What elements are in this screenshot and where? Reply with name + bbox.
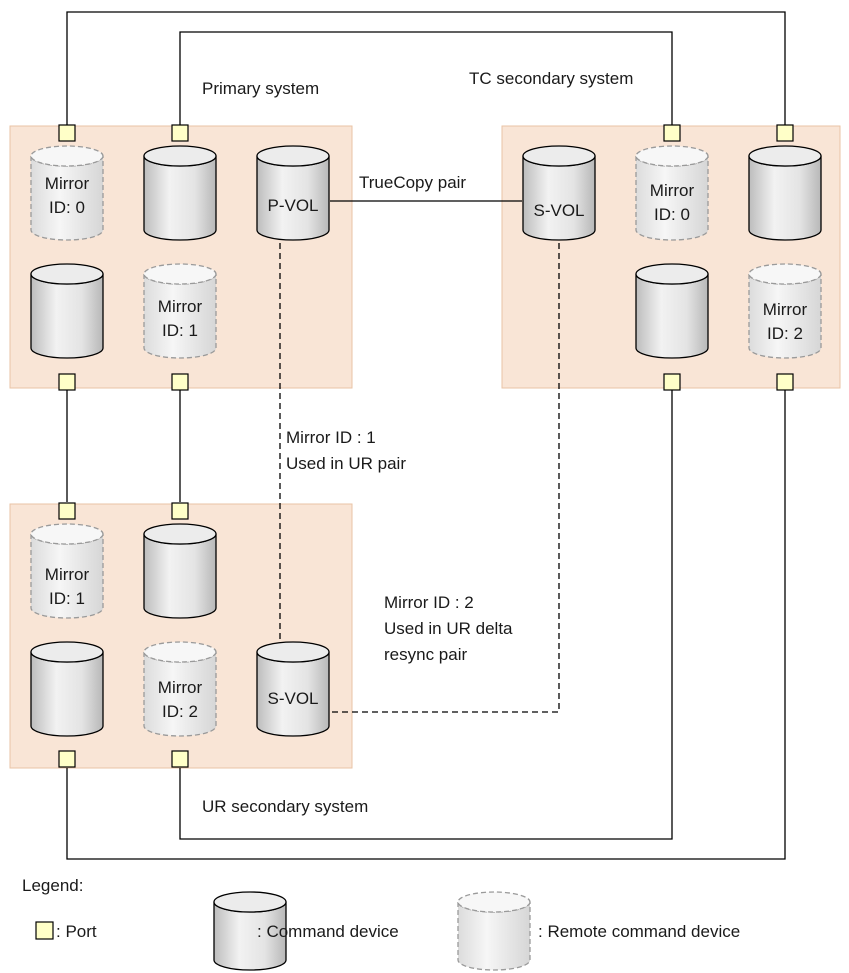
delta-annotation-line1: Mirror ID : 2 (384, 593, 474, 612)
primary-pvol-command-device: P-VOL (256, 145, 330, 241)
ur-svol-label: S-VOL (267, 689, 318, 708)
ur-svol-command-device: S-VOL (256, 641, 330, 737)
delta-annotation-line3: resync pair (384, 645, 467, 664)
cylinder-label-line1: Mirror (763, 300, 808, 319)
command-device-top (30, 263, 104, 285)
remote-command-device-top (635, 145, 709, 167)
cylinder-label-line2: ID: 1 (49, 589, 85, 608)
cylinder-label-line1: Mirror (650, 181, 695, 200)
command-device-top (748, 145, 822, 167)
pvol-label: P-VOL (267, 196, 318, 215)
tc-remote-command-device-mirror0: Mirror ID: 0 (635, 145, 709, 241)
cylinder-label-line2: ID: 0 (49, 198, 85, 217)
legend: Legend: : Port : Command device : Remote… (22, 876, 740, 971)
command-device-top (143, 523, 217, 545)
delta-annotation-line2: Used in UR delta (384, 619, 513, 638)
remote-command-device-top (30, 145, 104, 167)
remote-command-device-top (748, 263, 822, 285)
legend-remote-command-device-icon (457, 891, 531, 971)
legend-port-icon (35, 921, 54, 940)
primary-command-device (143, 145, 217, 241)
command-device-body (522, 155, 596, 241)
ur-pair-annotation-line2: Used in UR pair (286, 454, 406, 473)
ur-pair-annotation-line1: Mirror ID : 1 (286, 428, 376, 447)
command-device-body (30, 273, 104, 359)
ur-delta-dashed-line (330, 243, 560, 713)
primary-remote-command-device-mirror1: Mirror ID: 1 (143, 263, 217, 359)
port-icon (171, 124, 189, 142)
outer-top-link (66, 11, 786, 125)
inner-top-link (179, 31, 673, 125)
port-icon (171, 502, 189, 520)
tc-command-device (748, 145, 822, 241)
ur-remote-command-device-mirror2: Mirror ID: 2 (143, 641, 217, 737)
tc-remote-command-device-mirror2: Mirror ID: 2 (748, 263, 822, 359)
remote-command-device-top (143, 641, 217, 663)
ur-secondary-system-title: UR secondary system (202, 797, 368, 816)
legend-port-label: : Port (56, 922, 97, 941)
remote-command-device-top (457, 891, 531, 913)
legend-remote-command-device-label: : Remote command device (538, 922, 740, 941)
port-icon (663, 373, 681, 391)
ur-command-device-lower (30, 641, 104, 737)
tc-command-device-lower (635, 263, 709, 359)
outer-bottom-link (66, 390, 786, 860)
inner-bottom-link (179, 390, 673, 840)
command-device-top (256, 145, 330, 167)
cylinder-label-line1: Mirror (158, 297, 203, 316)
command-device-top (30, 641, 104, 663)
port-icon (58, 124, 76, 142)
ur-command-device (143, 523, 217, 619)
port-icon (776, 124, 794, 142)
port-icon (171, 373, 189, 391)
connection-lines (66, 11, 786, 860)
command-device-top (522, 145, 596, 167)
legend-command-device-label: : Command device (257, 922, 399, 941)
port-icon (776, 373, 794, 391)
cylinder-label-line2: ID: 2 (162, 702, 198, 721)
command-device-body (143, 533, 217, 619)
ur-remote-command-device-mirror1: Mirror ID: 1 (30, 523, 104, 619)
primary-command-device-lower (30, 263, 104, 359)
remote-command-device-body (457, 901, 531, 971)
tc-secondary-system-title: TC secondary system (469, 69, 633, 88)
primary-system-title: Primary system (202, 79, 319, 98)
port-icon (58, 502, 76, 520)
ports (58, 124, 794, 768)
command-device-top (143, 145, 217, 167)
command-device-body (635, 273, 709, 359)
cylinder-label-line2: ID: 0 (654, 205, 690, 224)
port-icon (58, 750, 76, 768)
legend-title: Legend: (22, 876, 83, 895)
tc-svol-label: S-VOL (533, 201, 584, 220)
port-icon (58, 373, 76, 391)
command-device-top (213, 891, 287, 913)
cylinder-label-line2: ID: 1 (162, 321, 198, 340)
cylinder-label-line1: Mirror (45, 174, 90, 193)
command-device-body (30, 651, 104, 737)
port-icon (663, 124, 681, 142)
port-icon (171, 750, 189, 768)
tc-svol-command-device: S-VOL (522, 145, 596, 241)
command-device-body (748, 155, 822, 241)
cylinder-label-line2: ID: 2 (767, 324, 803, 343)
command-device-top (635, 263, 709, 285)
remote-command-device-top (30, 523, 104, 545)
command-device-top (256, 641, 330, 663)
command-device-body (143, 155, 217, 241)
primary-remote-command-device-mirror0: Mirror ID: 0 (30, 145, 104, 241)
remote-command-device-body (143, 273, 217, 359)
cylinder-label-line1: Mirror (158, 678, 203, 697)
legend-command-device-icon (213, 891, 287, 971)
truecopy-pair-label: TrueCopy pair (359, 173, 466, 192)
remote-command-device-top (143, 263, 217, 285)
cylinder-label-line1: Mirror (45, 565, 90, 584)
